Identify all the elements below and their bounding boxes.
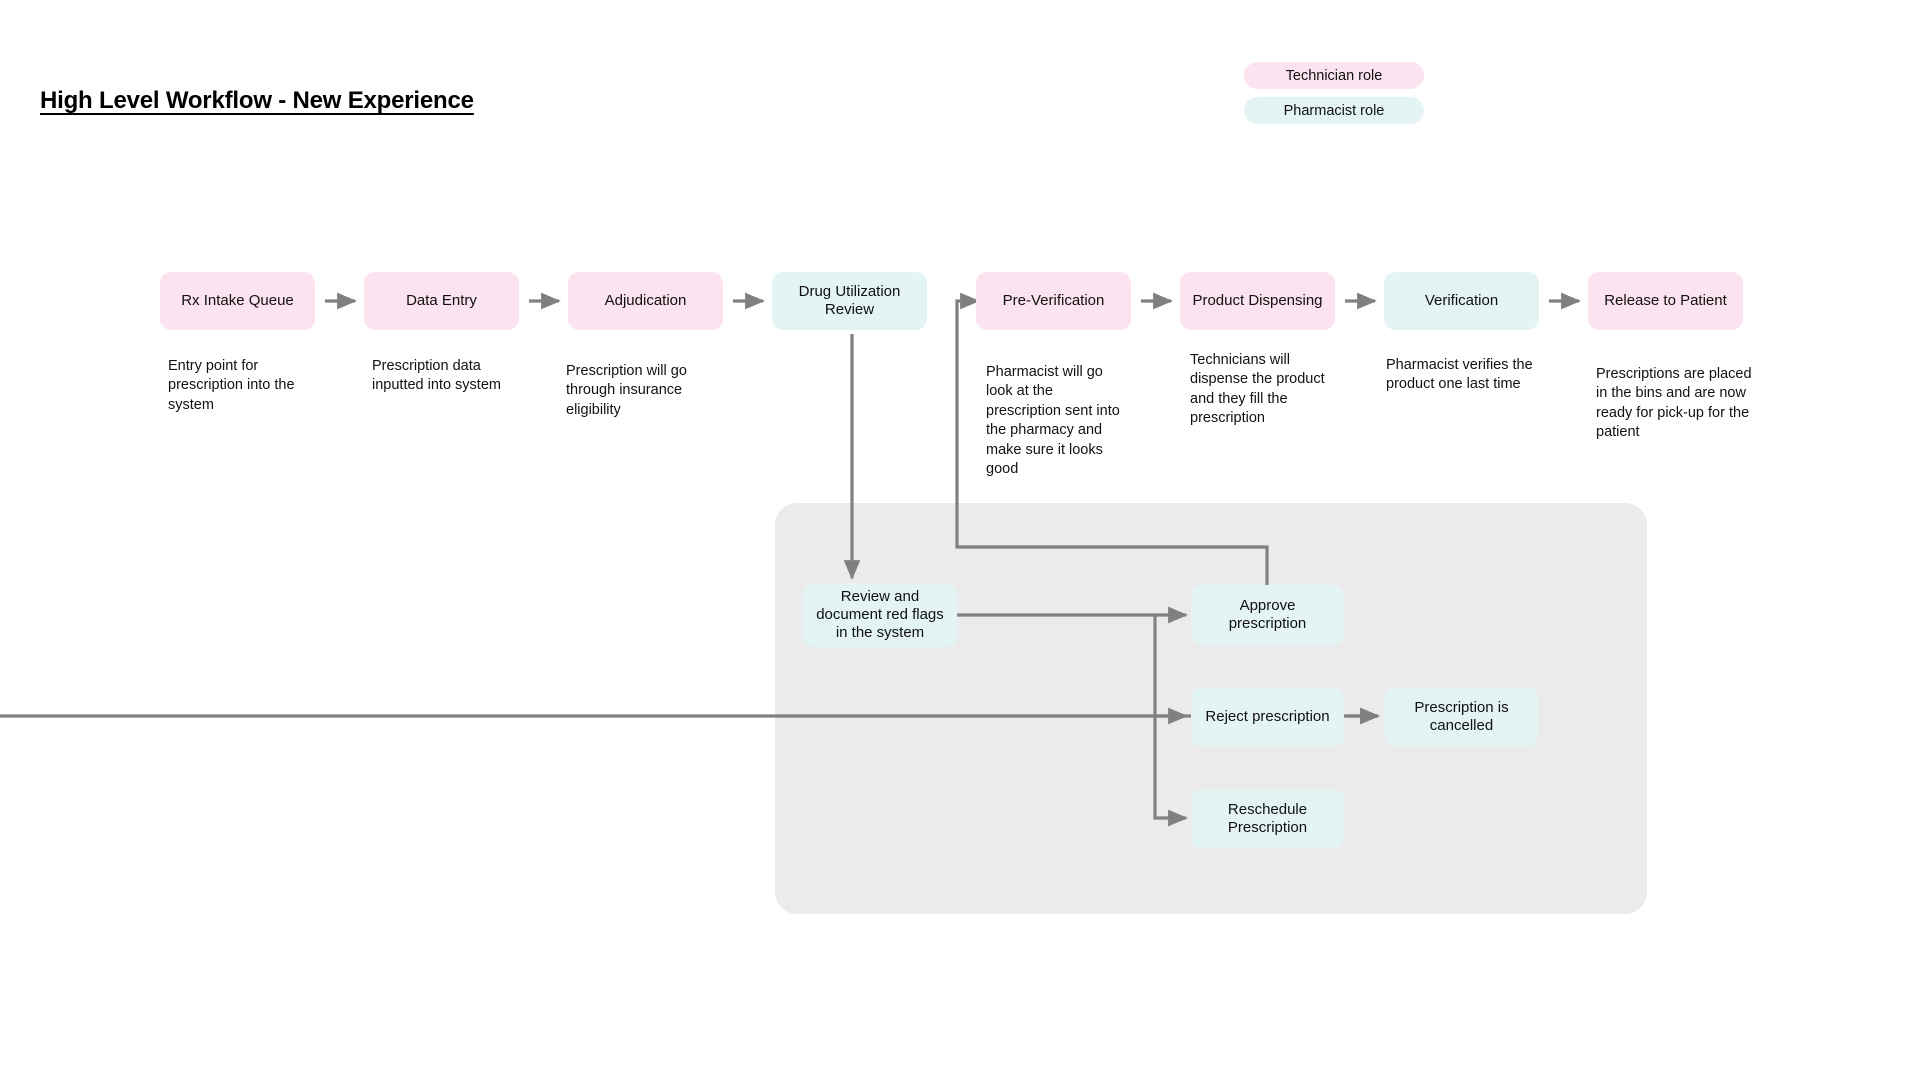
node-label-reschedule-prescription: Reschedule Prescription xyxy=(1227,800,1308,836)
node-release-to-patient[interactable]: Release to Patient xyxy=(1588,272,1743,330)
caption-product-dispensing: Technicians will dispense the product an… xyxy=(1190,352,1325,427)
node-label-adjudication: Adjudication xyxy=(604,291,687,309)
node-label-prescription-cancelled: Prescription is cancelled xyxy=(1414,698,1509,734)
node-product-dispensing[interactable]: Product Dispensing xyxy=(1180,272,1335,330)
node-reject-prescription[interactable]: Reject prescription xyxy=(1191,687,1344,747)
legend-label-technician: Technician role xyxy=(1285,67,1383,84)
node-prescription-cancelled[interactable]: Prescription is cancelled xyxy=(1385,687,1538,747)
caption-pre-verification: Pharmacist will go look at the prescript… xyxy=(986,364,1120,478)
node-label-verification: Verification xyxy=(1424,291,1499,309)
node-label-drug-utilization-review: Drug Utilization Review xyxy=(798,282,901,318)
node-verification[interactable]: Verification xyxy=(1384,272,1539,330)
caption-data-entry: Prescription data inputted into system xyxy=(372,358,501,394)
legend-item-technician-role: Technician role xyxy=(1244,62,1424,89)
node-label-reject-prescription: Reject prescription xyxy=(1205,707,1330,725)
legend-label-pharmacist: Pharmacist role xyxy=(1283,102,1385,119)
legend-item-pharmacist-role: Pharmacist role xyxy=(1244,97,1424,124)
node-reschedule-prescription[interactable]: Reschedule Prescription xyxy=(1191,789,1344,849)
node-label-pre-verification: Pre-Verification xyxy=(1002,291,1105,309)
caption-adjudication: Prescription will go through insurance e… xyxy=(566,363,687,418)
node-rx-intake-queue[interactable]: Rx Intake Queue xyxy=(160,272,315,330)
caption-verification: Pharmacist verifies the product one last… xyxy=(1386,357,1533,393)
node-drug-utilization-review[interactable]: Drug Utilization Review xyxy=(772,272,927,330)
node-label-rx-intake-queue: Rx Intake Queue xyxy=(181,291,294,309)
node-pre-verification[interactable]: Pre-Verification xyxy=(976,272,1131,330)
node-review-red-flags[interactable]: Review and document red flags in the sys… xyxy=(803,583,957,647)
page-title: High Level Workflow - New Experience xyxy=(40,87,474,114)
node-label-data-entry: Data Entry xyxy=(406,291,477,309)
node-data-entry[interactable]: Data Entry xyxy=(364,272,519,330)
role-legend: Technician role Pharmacist role xyxy=(1244,62,1424,124)
node-approve-prescription[interactable]: Approve prescription xyxy=(1191,585,1344,645)
node-label-review-red-flags: Review and document red flags in the sys… xyxy=(816,587,944,642)
caption-release-to-patient: Prescriptions are placed in the bins and… xyxy=(1596,366,1752,441)
node-label-release-to-patient: Release to Patient xyxy=(1604,291,1727,309)
node-adjudication[interactable]: Adjudication xyxy=(568,272,723,330)
caption-rx-intake-queue: Entry point for prescription into the sy… xyxy=(168,358,295,413)
node-label-product-dispensing: Product Dispensing xyxy=(1192,291,1323,309)
node-label-approve-prescription: Approve prescription xyxy=(1228,596,1307,632)
